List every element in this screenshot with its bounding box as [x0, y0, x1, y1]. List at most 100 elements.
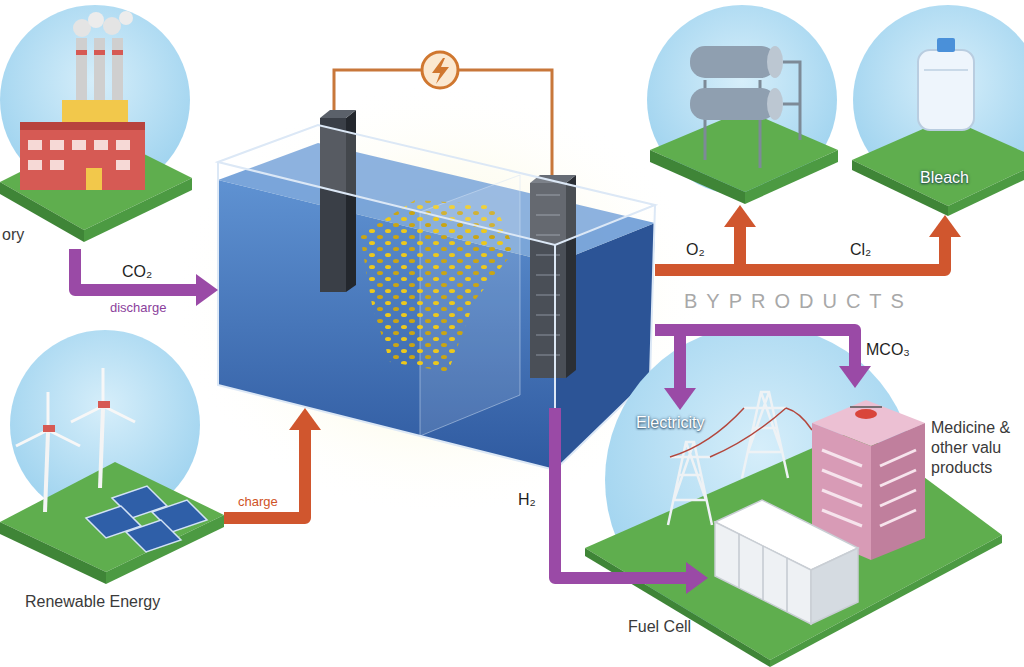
renewable-picture: [47, 392, 50, 430]
arrow-head: [664, 388, 696, 410]
text-slot: discharge: [110, 300, 166, 316]
storage-picture: [767, 46, 783, 78]
arrow-head: [196, 274, 218, 306]
tank-picture: [218, 125, 655, 245]
edge-label: Cl₂: [850, 240, 871, 260]
factory-picture: [28, 140, 42, 150]
text-slot: Fuel Cell: [628, 617, 691, 637]
factory-picture: [116, 140, 130, 150]
factory-picture: [72, 140, 86, 150]
flow-line: [655, 330, 680, 390]
factory-picture: [112, 38, 123, 102]
text-slot: MCO₃: [866, 340, 910, 360]
bleach-picture: [852, 5, 1024, 216]
text-slot: Renewable Energy: [25, 592, 160, 612]
text-slot: Medicine & other valu products: [931, 418, 1017, 478]
grid-picture: [715, 522, 811, 624]
flow-line: [555, 408, 688, 578]
storage-picture: [690, 88, 776, 120]
renewable-picture: [102, 368, 105, 406]
grid-picture: [850, 406, 882, 408]
arrow-head: [839, 366, 871, 388]
bleach-picture: [937, 38, 955, 52]
storage-picture: [783, 62, 800, 140]
text-slot: Bleach: [920, 168, 969, 188]
arrow-head: [929, 215, 961, 237]
text-slot: charge: [238, 494, 278, 510]
bleach-picture: [852, 160, 948, 216]
node-label: Electricity: [636, 413, 704, 433]
factory-picture: [112, 50, 123, 55]
factory-picture: [94, 50, 105, 55]
factory-scene: ory: [0, 3, 192, 249]
node-label: Medicine & other valu products: [931, 418, 1017, 478]
renewable-picture: [100, 408, 103, 488]
factory-picture: [88, 12, 104, 28]
flow-line: [655, 225, 740, 270]
grid-picture: [739, 534, 787, 612]
flow-arrow: [655, 330, 696, 410]
grid-picture: [822, 450, 916, 526]
factory-picture: [116, 160, 130, 170]
node-label: ory: [2, 225, 24, 245]
factory-picture: [20, 122, 145, 130]
flow-line: [75, 249, 198, 290]
renewable-picture: [0, 462, 224, 572]
edge-label: H₂: [518, 490, 536, 510]
text-slot: CO₂: [122, 262, 152, 282]
bleach-picture: [918, 50, 974, 130]
renewable-scene: Renewable Energy: [0, 325, 224, 620]
renewable-picture: [45, 432, 48, 512]
storage-picture: [767, 88, 783, 120]
factory-picture: [94, 140, 108, 150]
factory-picture: [119, 11, 133, 25]
flow-note: discharge: [110, 300, 166, 316]
node-label: Bleach: [920, 168, 969, 188]
renewable-picture: [71, 406, 103, 422]
storage-picture: [650, 150, 745, 204]
node-label: Fuel Cell: [628, 617, 691, 637]
renewable-picture: [0, 330, 224, 584]
bleach-picture: [924, 69, 968, 71]
text-slot: Electricity: [636, 413, 704, 433]
grid-picture: [811, 548, 858, 624]
factory-picture: [0, 5, 192, 242]
flow-arrow: [555, 408, 708, 594]
renewable-picture: [126, 520, 181, 552]
text-slot: Cl₂: [850, 240, 871, 260]
flow-arrow: [224, 408, 321, 518]
grid-picture: [871, 423, 925, 560]
storage-picture: [690, 46, 776, 78]
renewable-picture: [16, 430, 48, 446]
arrow-head: [289, 408, 321, 430]
renewable-picture: [98, 401, 110, 408]
hospital: Medicine & other valu products: [808, 388, 1021, 498]
arrow-head: [724, 205, 756, 227]
tank-picture: [422, 52, 458, 88]
edge-label: MCO₃: [866, 340, 910, 360]
tank-picture: [218, 52, 655, 470]
storage-picture: [647, 5, 838, 204]
edge-label: charge: [238, 494, 278, 510]
factory-picture: [94, 38, 105, 102]
renewable-picture: [43, 425, 55, 432]
factory-picture: [50, 160, 64, 170]
flow-arrow: [75, 249, 218, 306]
power-grid: Electricity: [660, 410, 800, 498]
factory-picture: [62, 100, 128, 124]
bleach-scene: Bleach: [852, 10, 1022, 215]
arrow-head: [686, 562, 708, 594]
grid-picture: [855, 409, 877, 419]
text-slot: H₂: [518, 490, 536, 510]
storage-picture: [650, 110, 838, 192]
factory-picture: [76, 38, 87, 102]
flow-line: [655, 235, 945, 270]
flow-arrow: [655, 330, 871, 388]
tank-picture: [320, 110, 356, 118]
grid-picture: [668, 442, 712, 525]
flow-arrow: [655, 215, 961, 270]
renewable-picture: [48, 430, 80, 446]
